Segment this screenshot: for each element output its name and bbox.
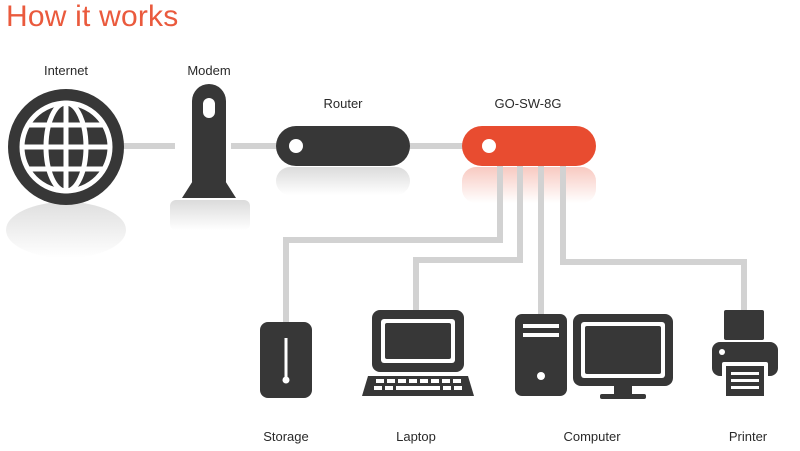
page-title: How it works — [6, 0, 179, 33]
router-icon — [276, 126, 410, 166]
switch-reflection — [462, 167, 596, 203]
switch-label: GO-SW-8G — [495, 96, 562, 111]
laptop-label: Laptop — [396, 429, 436, 444]
cables — [117, 143, 747, 325]
modem-reflection — [170, 200, 250, 230]
storage-icon — [260, 322, 312, 398]
modem-label: Modem — [187, 63, 230, 78]
storage-label: Storage — [263, 429, 309, 444]
cable-switch-printer — [560, 161, 747, 313]
laptop-icon — [362, 310, 474, 396]
cable-switch-laptop — [413, 161, 523, 313]
printer-icon — [712, 310, 778, 398]
globe-icon — [8, 89, 124, 205]
router-label: Router — [323, 96, 363, 111]
switch-icon — [462, 126, 596, 166]
printer-label: Printer — [729, 429, 768, 444]
internet-reflection — [6, 202, 126, 258]
modem-icon — [182, 84, 236, 198]
cable-switch-storage — [283, 161, 503, 325]
computer-label: Computer — [563, 429, 621, 444]
router-reflection — [276, 167, 410, 195]
computer-icon — [515, 314, 673, 399]
internet-label: Internet — [44, 63, 88, 78]
